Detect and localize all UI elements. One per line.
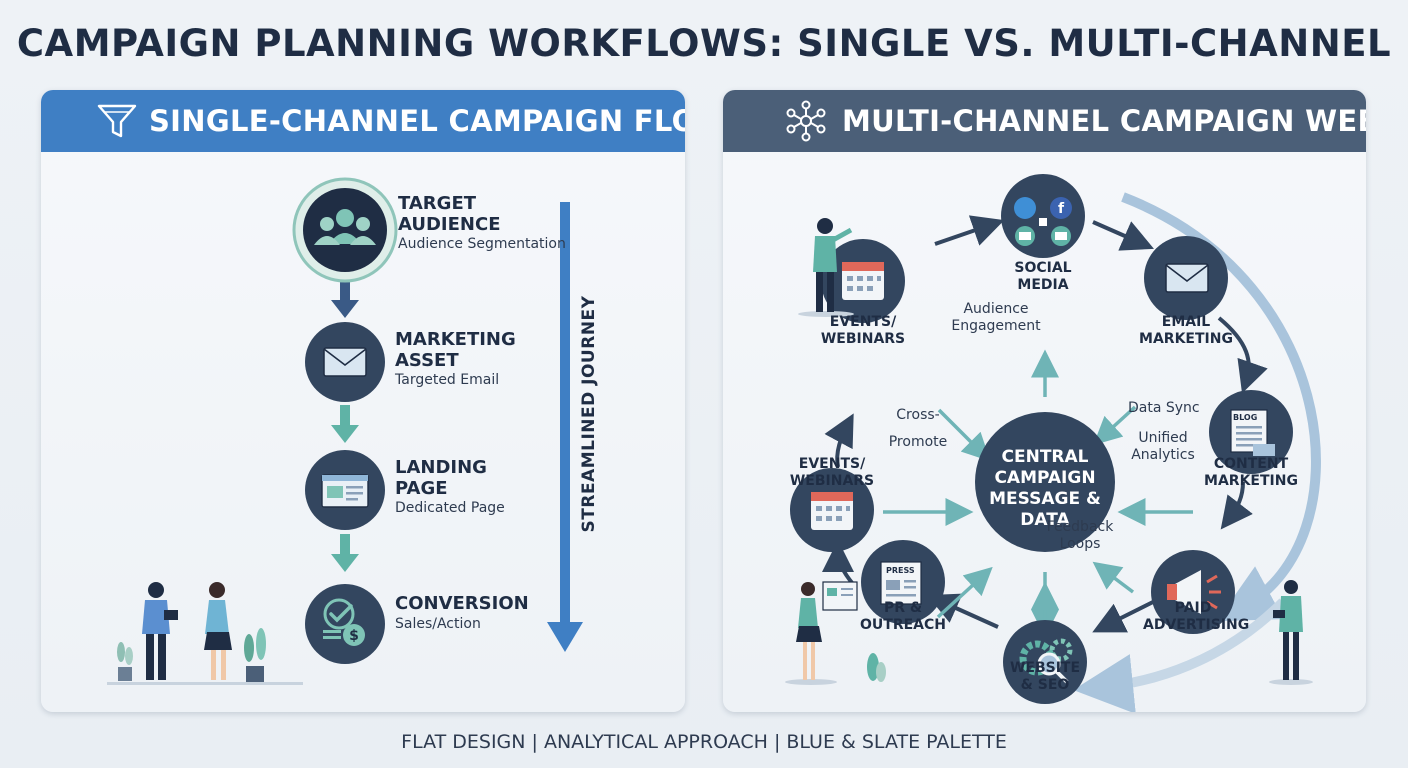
annotation-feedback-line-2: Loops: [1059, 536, 1101, 552]
single-flow-graphic: $: [107, 177, 583, 685]
step-title-page: PAGE: [395, 478, 448, 499]
blog-document-icon: [1230, 409, 1275, 456]
step-title-audience: AUDIENCE: [398, 214, 501, 235]
step-title-target: TARGET: [398, 193, 477, 214]
calendar-icon-top: [842, 262, 884, 300]
annotation-audience-engagement: Audience Engagement: [951, 301, 1041, 335]
envelope-icon: [323, 347, 367, 377]
single-channel-panel: SINGLE-CHANNEL CAMPAIGN FLOW: [41, 90, 685, 712]
blog-label: BLOG: [1233, 413, 1258, 422]
node-email-marketing: EMAIL MARKETING: [1136, 314, 1236, 348]
single-channel-title: SINGLE-CHANNEL CAMPAIGN FLOW: [149, 104, 685, 138]
step-title-landing: LANDING: [395, 457, 487, 478]
node-social-line-1: SOCIAL: [1014, 260, 1072, 276]
multi-channel-panel: MULTI-CHANNEL CAMPAIGN WEB: [723, 90, 1366, 712]
central-line-2: CAMPAIGN: [994, 468, 1096, 488]
node-website-line-1: WEBSITE: [1009, 660, 1081, 676]
funnel-icon: [97, 104, 137, 138]
press-newspaper-icon: [880, 561, 922, 605]
central-line-4: DATA: [1020, 510, 1070, 530]
man-tablet-illustration: [1269, 580, 1313, 685]
node-paid-advertising: PAID ADVERTISING: [1143, 600, 1250, 634]
footer-caption: FLAT DESIGN | ANALYTICAL APPROACH | BLUE…: [401, 731, 1007, 753]
svg-text:f: f: [1058, 201, 1065, 217]
svg-text:$: $: [349, 628, 359, 644]
annotation-unified-line-1: Unified: [1138, 430, 1188, 446]
node-social-line-2: MEDIA: [1017, 277, 1069, 293]
step-sub-sales-action: Sales/Action: [395, 616, 481, 632]
social-icons: f: [1014, 197, 1072, 246]
node-content-line-1: CONTENT: [1213, 456, 1289, 472]
megaphone-icon: [1167, 570, 1221, 614]
node-events-left: EVENTS/ WEBINARS: [782, 456, 882, 490]
annotation-cross-promote: Cross- Promote: [883, 402, 953, 456]
annotation-feedback-line-1: Feedback: [1046, 519, 1114, 535]
streamlined-journey-label: STREAMLINED JOURNEY: [579, 295, 599, 533]
multi-channel-header: MULTI-CHANNEL CAMPAIGN WEB: [723, 90, 1366, 152]
team-illustration: [107, 582, 303, 685]
node-pr-line-2: OUTREACH: [860, 617, 946, 633]
node-website-line-2: & SEO: [1020, 677, 1070, 693]
node-content-marketing: CONTENT MARKETING: [1201, 456, 1301, 490]
step-title-marketing: MARKETING: [395, 329, 516, 350]
central-hub-circle: [975, 412, 1115, 552]
node-content-line-2: MARKETING: [1204, 473, 1298, 489]
single-channel-header: SINGLE-CHANNEL CAMPAIGN FLOW: [41, 90, 685, 152]
node-social-media: SOCIAL MEDIA: [993, 260, 1093, 294]
node-paid-line-1: PAID: [1174, 600, 1212, 616]
step-sub-targeted-email: Targeted Email: [395, 372, 500, 388]
node-email-line-2: MARKETING: [1139, 331, 1233, 347]
central-line-1: CENTRAL: [1001, 447, 1089, 467]
central-line-3: MESSAGE &: [989, 489, 1101, 509]
node-email-line-1: EMAIL: [1161, 314, 1211, 330]
users-icon: [314, 209, 376, 245]
email-envelope-icon: [1165, 263, 1209, 293]
annotation-audience-line-1: Audience: [963, 301, 1029, 317]
step-sub-audience-segmentation: Audience Segmentation: [398, 236, 566, 252]
annotation-feedback-loops: Feedback Loops: [1045, 519, 1115, 553]
presenter-illustration: [798, 218, 854, 317]
journey-arrow-head: [547, 622, 583, 652]
step-title-asset: ASSET: [395, 350, 459, 371]
node-paid-line-2: ADVERTISING: [1143, 617, 1250, 633]
network-icon: [786, 100, 826, 142]
node-events-top: EVENTS/ WEBINARS: [813, 314, 913, 348]
seo-gears-icon: [1019, 638, 1073, 684]
step-sub-dedicated-page: Dedicated Page: [395, 500, 505, 516]
annotation-cross-line-2: Promote: [888, 434, 948, 450]
page-title: CAMPAIGN PLANNING WORKFLOWS: SINGLE VS. …: [16, 22, 1392, 65]
annotation-unified-analytics: Unified Analytics: [1128, 430, 1198, 464]
outer-cycle-arc-bottom: [1073, 598, 1287, 712]
checkmark-dollar-icon: $: [323, 598, 365, 646]
annotation-audience-line-2: Engagement: [951, 318, 1041, 334]
node-events-top-line-1: EVENTS/: [829, 314, 897, 330]
connector-arrow-3: [331, 554, 359, 572]
node-events-left-line-2: WEBINARS: [789, 473, 875, 489]
multi-web-graphic: f: [785, 174, 1321, 712]
annotation-unified-line-2: Analytics: [1131, 447, 1195, 463]
node-pr-outreach: PR & OUTREACH: [853, 600, 953, 634]
press-label: PRESS: [886, 566, 915, 575]
node-pr-line-1: PR &: [883, 600, 923, 616]
connector-arrow-2: [331, 425, 359, 443]
connector-arrow-1: [331, 300, 359, 318]
central-hub-label: CENTRAL CAMPAIGN MESSAGE & DATA: [975, 447, 1115, 531]
calendar-icon-left: [811, 492, 853, 530]
node-events-top-line-2: WEBINARS: [820, 331, 906, 347]
multi-channel-title: MULTI-CHANNEL CAMPAIGN WEB: [842, 104, 1366, 138]
step-title-conversion: CONVERSION: [395, 593, 529, 614]
node-website-seo: WEBSITE & SEO: [995, 660, 1095, 694]
woman-board-illustration: [785, 581, 886, 685]
annotation-cross-line-1: Cross-: [896, 407, 940, 423]
node-events-left-line-1: EVENTS/: [798, 456, 866, 472]
browser-icon: [321, 474, 369, 508]
annotation-data-sync: Data Sync: [1128, 400, 1200, 416]
